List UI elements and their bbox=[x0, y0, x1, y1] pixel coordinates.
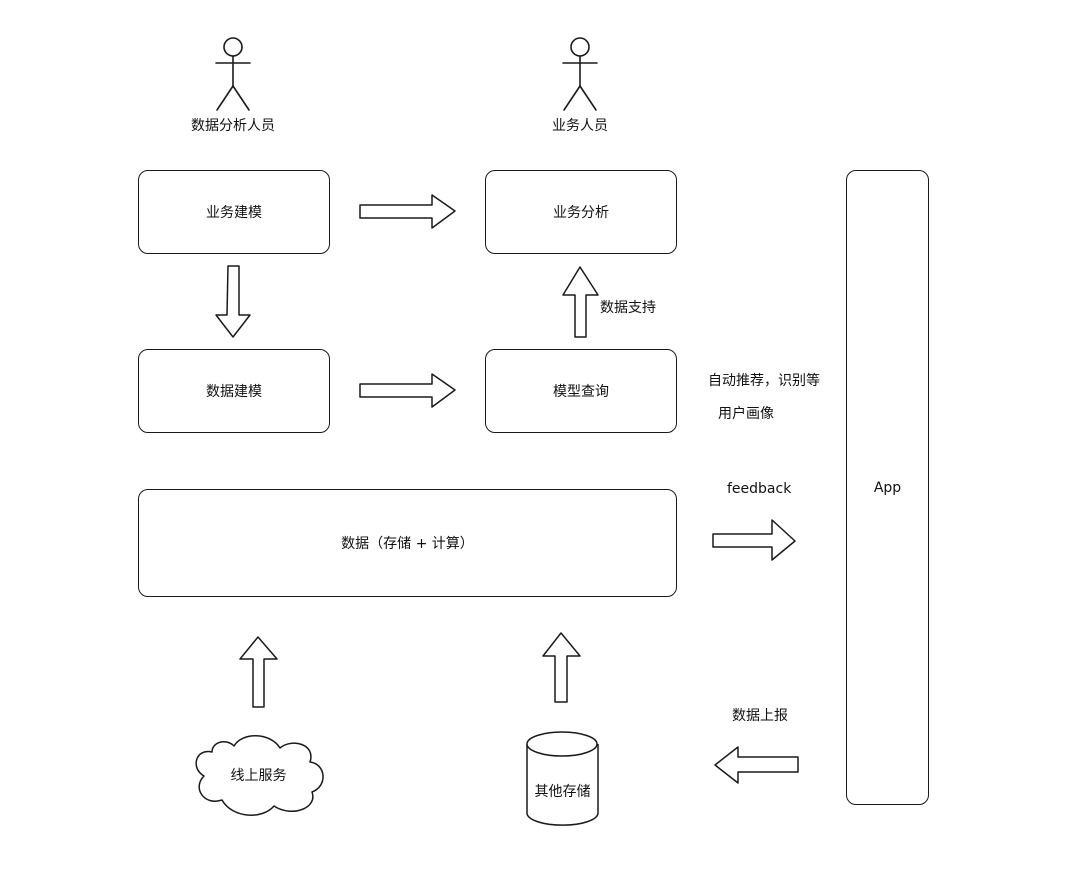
user-profile-label: 用户画像 bbox=[718, 406, 774, 422]
app-box: App bbox=[846, 170, 929, 805]
data-report-label: 数据上报 bbox=[732, 708, 788, 724]
other-storage-cylinder-shape bbox=[526, 731, 599, 826]
auto-recommend-label: 自动推荐，识别等 bbox=[708, 373, 820, 389]
business-analysis-box: 业务分析 bbox=[485, 170, 677, 254]
online-service-label: 线上服务 bbox=[230, 768, 287, 784]
business-staff-actor-icon bbox=[562, 37, 598, 111]
model-query-box: 模型查询 bbox=[485, 349, 677, 433]
arrow-right-feedback bbox=[712, 519, 796, 561]
arrow-down-modeling bbox=[215, 265, 251, 338]
data-support-label: 数据支持 bbox=[600, 300, 656, 316]
arrow-right-datamodel-to-query bbox=[359, 373, 456, 408]
data-analyst-label: 数据分析人员 bbox=[191, 118, 275, 134]
online-service-cloud-shape bbox=[195, 735, 324, 816]
data-analyst-actor-icon bbox=[215, 37, 251, 111]
arrow-left-data-report bbox=[714, 746, 799, 784]
arrow-up-online-service bbox=[239, 636, 278, 708]
arrow-up-query-to-analysis bbox=[562, 266, 599, 338]
other-storage-label: 其他存储 bbox=[534, 784, 591, 800]
feedback-label: feedback bbox=[727, 481, 792, 497]
data-storage-compute-box: 数据（存储 + 计算） bbox=[138, 489, 677, 597]
business-modeling-box: 业务建模 bbox=[138, 170, 330, 254]
data-modeling-box: 数据建模 bbox=[138, 349, 330, 433]
arrow-up-other-storage bbox=[542, 632, 581, 703]
arrow-right-modeling-to-analysis bbox=[359, 194, 456, 229]
business-staff-label: 业务人员 bbox=[552, 118, 608, 134]
